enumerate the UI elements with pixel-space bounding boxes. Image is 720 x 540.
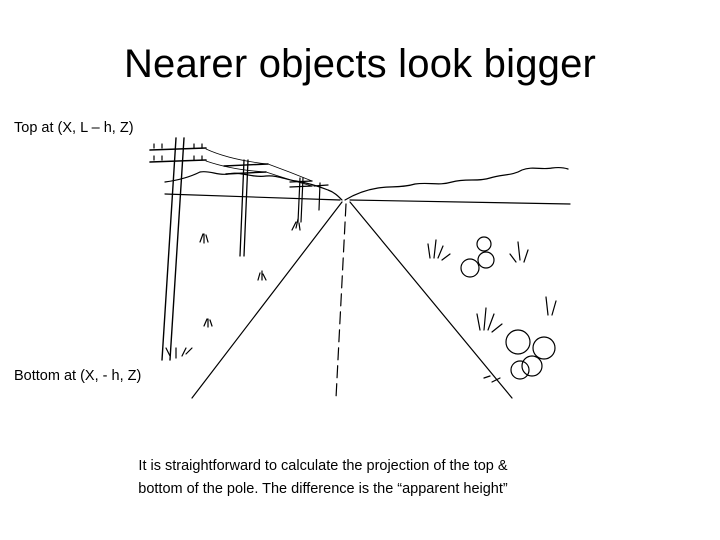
caption-line-2: bottom of the pole. The difference is th… bbox=[138, 481, 508, 497]
telephone-pole-far bbox=[289, 177, 313, 223]
grass-tuft bbox=[165, 347, 193, 359]
horizon-line bbox=[164, 193, 571, 205]
grass-tuft bbox=[257, 270, 267, 281]
caption: It is straightforward to calculate the p… bbox=[88, 455, 558, 501]
road-poles-illustration bbox=[149, 137, 571, 399]
road-left-edge bbox=[191, 201, 343, 399]
label-pole-top: Top at (X, L – h, Z) bbox=[14, 120, 134, 136]
caption-line-1: It is straightforward to calculate the p… bbox=[138, 458, 508, 474]
road-center-line bbox=[335, 203, 347, 399]
grass-tuft bbox=[291, 218, 301, 231]
horizon-mountains-right bbox=[344, 166, 569, 201]
telephone-wires bbox=[205, 148, 313, 187]
telephone-pole-middle bbox=[223, 159, 269, 257]
grass-tuft bbox=[199, 233, 209, 244]
telephone-pole-near bbox=[149, 137, 207, 361]
road-right-edge bbox=[349, 201, 513, 399]
telephone-pole-farthest bbox=[313, 182, 329, 211]
horizon-mountains-left bbox=[164, 170, 343, 201]
grass-tuft bbox=[203, 318, 213, 328]
cactus-cluster-near bbox=[476, 296, 557, 383]
label-pole-bottom: Bottom at (X, - h, Z) bbox=[14, 368, 142, 384]
cactus-cluster-far bbox=[427, 236, 529, 278]
slide-title: Nearer objects look bigger bbox=[123, 42, 597, 86]
